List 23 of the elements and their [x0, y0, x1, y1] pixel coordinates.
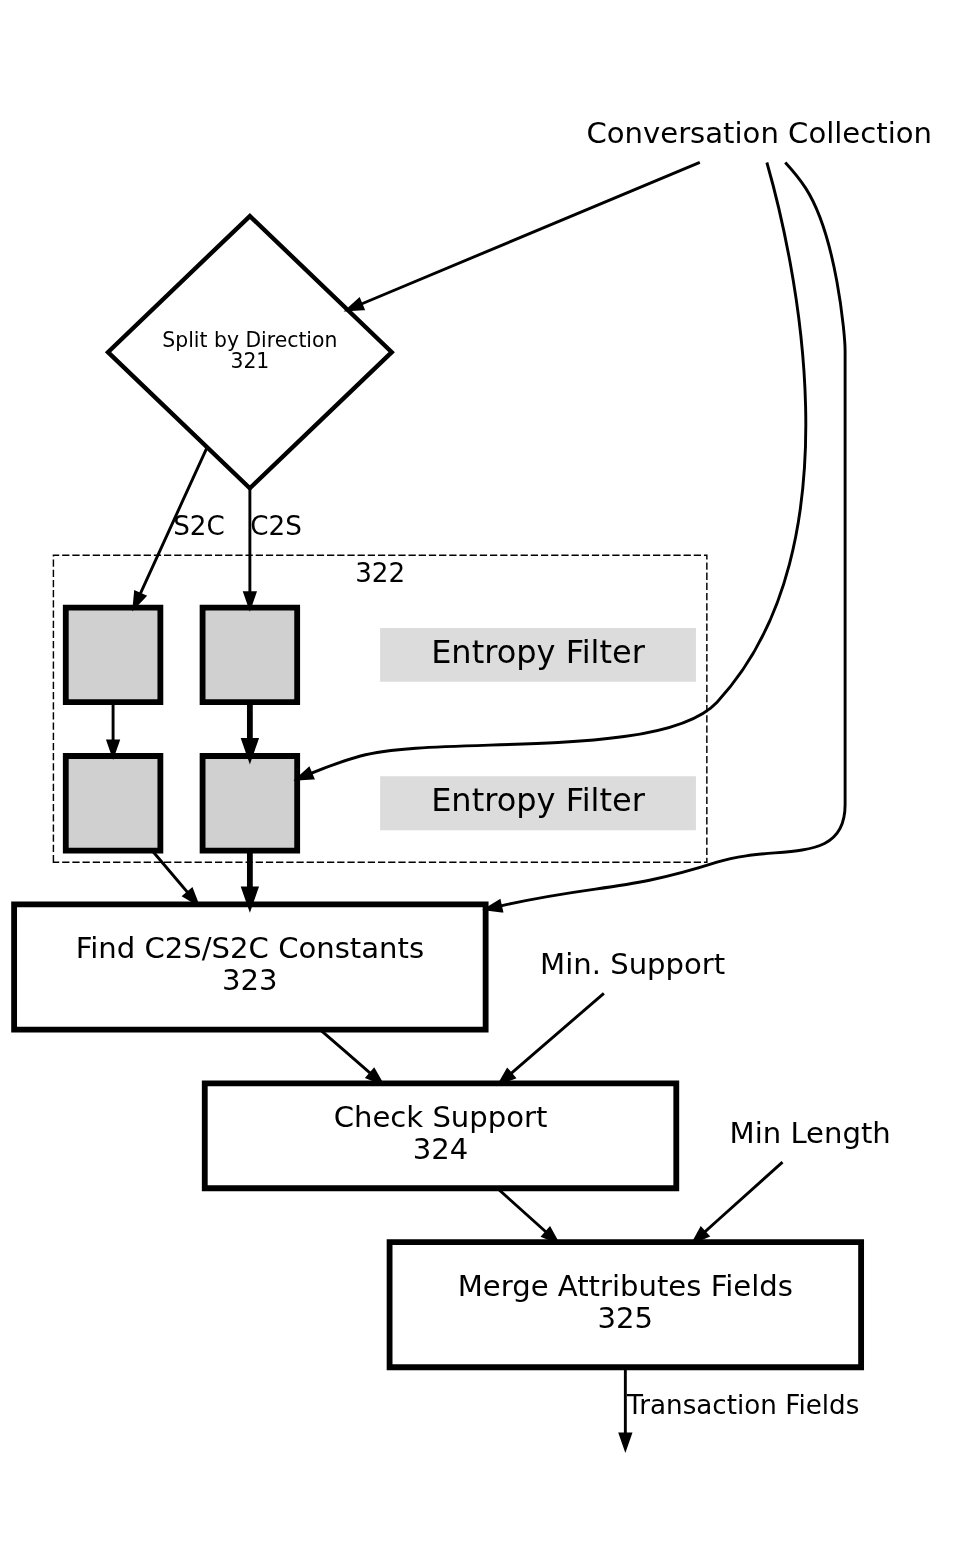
node-text: Min. Support — [540, 946, 726, 981]
node-box — [62, 604, 164, 705]
node-diamond: Split by Direction 321 — [104, 212, 395, 491]
edge-label: C2S — [250, 510, 302, 541]
node-text: Min Length — [729, 1115, 891, 1150]
node-box — [199, 604, 301, 705]
arrow — [482, 161, 847, 913]
arrow — [496, 991, 605, 1086]
arrow — [242, 488, 257, 612]
arrow — [293, 161, 808, 781]
node-text: Conversation Collection — [586, 115, 932, 150]
node-box: Find C2S/S2C Constants 323 — [11, 901, 489, 1032]
arrow — [343, 160, 701, 311]
arrow — [132, 446, 209, 611]
edge-label: Transaction Fields — [627, 1389, 860, 1420]
node-box: Entropy Filter — [380, 627, 696, 682]
node-box: Entropy Filter — [380, 775, 696, 830]
edge-label: S2C — [173, 510, 225, 541]
arrow — [240, 850, 260, 913]
node-box: Check Support 324 — [201, 1080, 680, 1191]
node-box: Merge Attributes Fields 325 — [386, 1238, 865, 1370]
node-box — [199, 752, 301, 853]
node-box — [62, 752, 164, 853]
